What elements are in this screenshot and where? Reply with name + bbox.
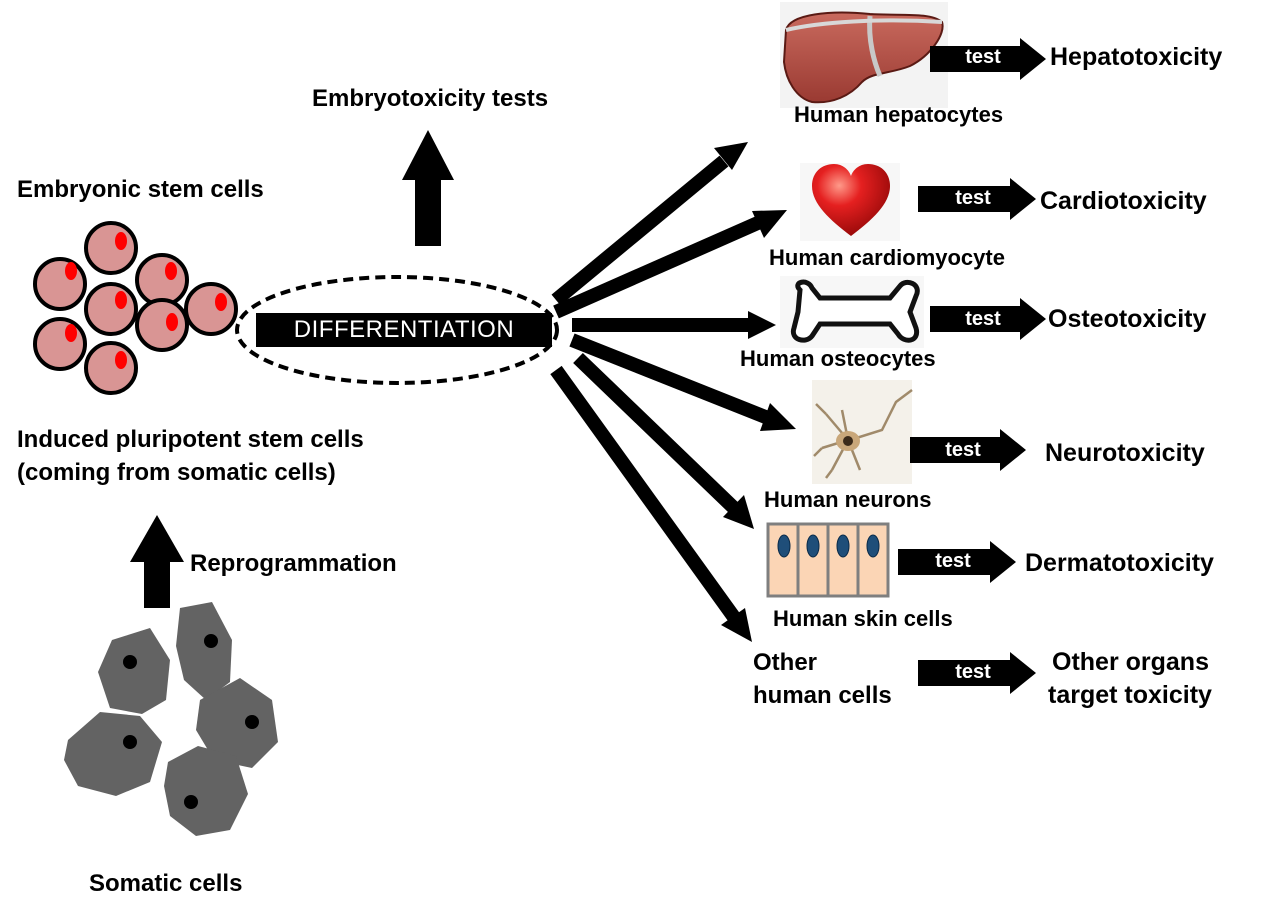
- somatic-cell: [196, 678, 278, 768]
- stem-cell: [33, 257, 87, 311]
- test-arrow: [918, 652, 1036, 694]
- somatic-cell: [64, 712, 162, 796]
- cell-label-hepatocytes: Human hepatocytes: [794, 102, 1004, 127]
- stem-cell: [84, 221, 138, 275]
- test-arrows: [898, 38, 1046, 694]
- stem-cell: [135, 298, 189, 352]
- stem-cell: [84, 341, 138, 395]
- toxicity-label-dermato: Dermatotoxicity: [1025, 549, 1214, 577]
- bone-icon: [780, 276, 924, 348]
- toxicity-label-cardio: Cardiotoxicity: [1040, 187, 1207, 215]
- toxicity-label-hepato: Hepatotoxicity: [1050, 43, 1223, 71]
- test-label: test: [935, 550, 971, 572]
- cell-label-osteocytes: Human osteocytes: [740, 346, 936, 371]
- cell-label-other-line2: human cells: [753, 682, 892, 709]
- stem-cell-cluster: [33, 221, 238, 395]
- cell-label-neurons: Human neurons: [764, 487, 932, 512]
- stem-cell: [135, 253, 189, 307]
- test-arrow: [930, 298, 1046, 340]
- cell-label-cardiomyocyte: Human cardiomyocyte: [769, 245, 1005, 270]
- cell-label-other-line1: Other: [753, 649, 818, 676]
- toxicity-label-neuro: Neurotoxicity: [1045, 439, 1205, 467]
- test-label: test: [965, 308, 1001, 330]
- skin-cells-icon: [766, 522, 890, 598]
- embryotoxicity-tests-label: Embryotoxicity tests: [312, 85, 549, 112]
- differentiation-label: DIFFERENTIATION: [256, 313, 552, 347]
- ipsc-label-line2: (coming from somatic cells): [17, 459, 336, 486]
- test-arrow: [898, 541, 1016, 583]
- somatic-cell: [176, 602, 232, 700]
- test-label: test: [965, 46, 1001, 68]
- somatic-cells: [64, 602, 278, 836]
- toxicity-label-other-line1: Other organs: [1052, 648, 1209, 676]
- test-arrow: [930, 38, 1046, 80]
- test-label: test: [955, 187, 991, 209]
- toxicity-label-other-line2: target toxicity: [1048, 681, 1212, 709]
- test-arrow: [918, 178, 1036, 220]
- differentiation-ellipse: [235, 275, 559, 385]
- differentiation-arrows: [550, 142, 796, 642]
- cell-label-skin: Human skin cells: [773, 606, 953, 631]
- somatic-cell: [164, 746, 248, 836]
- liver-icon: [780, 2, 948, 108]
- test-label: test: [955, 661, 991, 683]
- reprogrammation-arrow: [130, 515, 184, 608]
- toxicity-label-osteo: Osteotoxicity: [1048, 305, 1207, 333]
- embryotoxicity-arrow: [402, 130, 454, 246]
- stem-cell: [84, 282, 138, 336]
- ipsc-label-line1: Induced pluripotent stem cells: [17, 426, 364, 453]
- test-label: test: [945, 439, 981, 461]
- neuron-icon: [812, 380, 913, 484]
- reprogrammation-label: Reprogrammation: [190, 550, 397, 577]
- somatic-cell: [98, 628, 170, 714]
- heart-icon: [800, 163, 900, 241]
- stem-cell: [184, 282, 238, 336]
- embryonic-stem-cells-label: Embryonic stem cells: [17, 176, 264, 203]
- test-arrow: [910, 429, 1026, 471]
- stem-cell: [33, 317, 87, 371]
- somatic-cells-label: Somatic cells: [89, 870, 243, 897]
